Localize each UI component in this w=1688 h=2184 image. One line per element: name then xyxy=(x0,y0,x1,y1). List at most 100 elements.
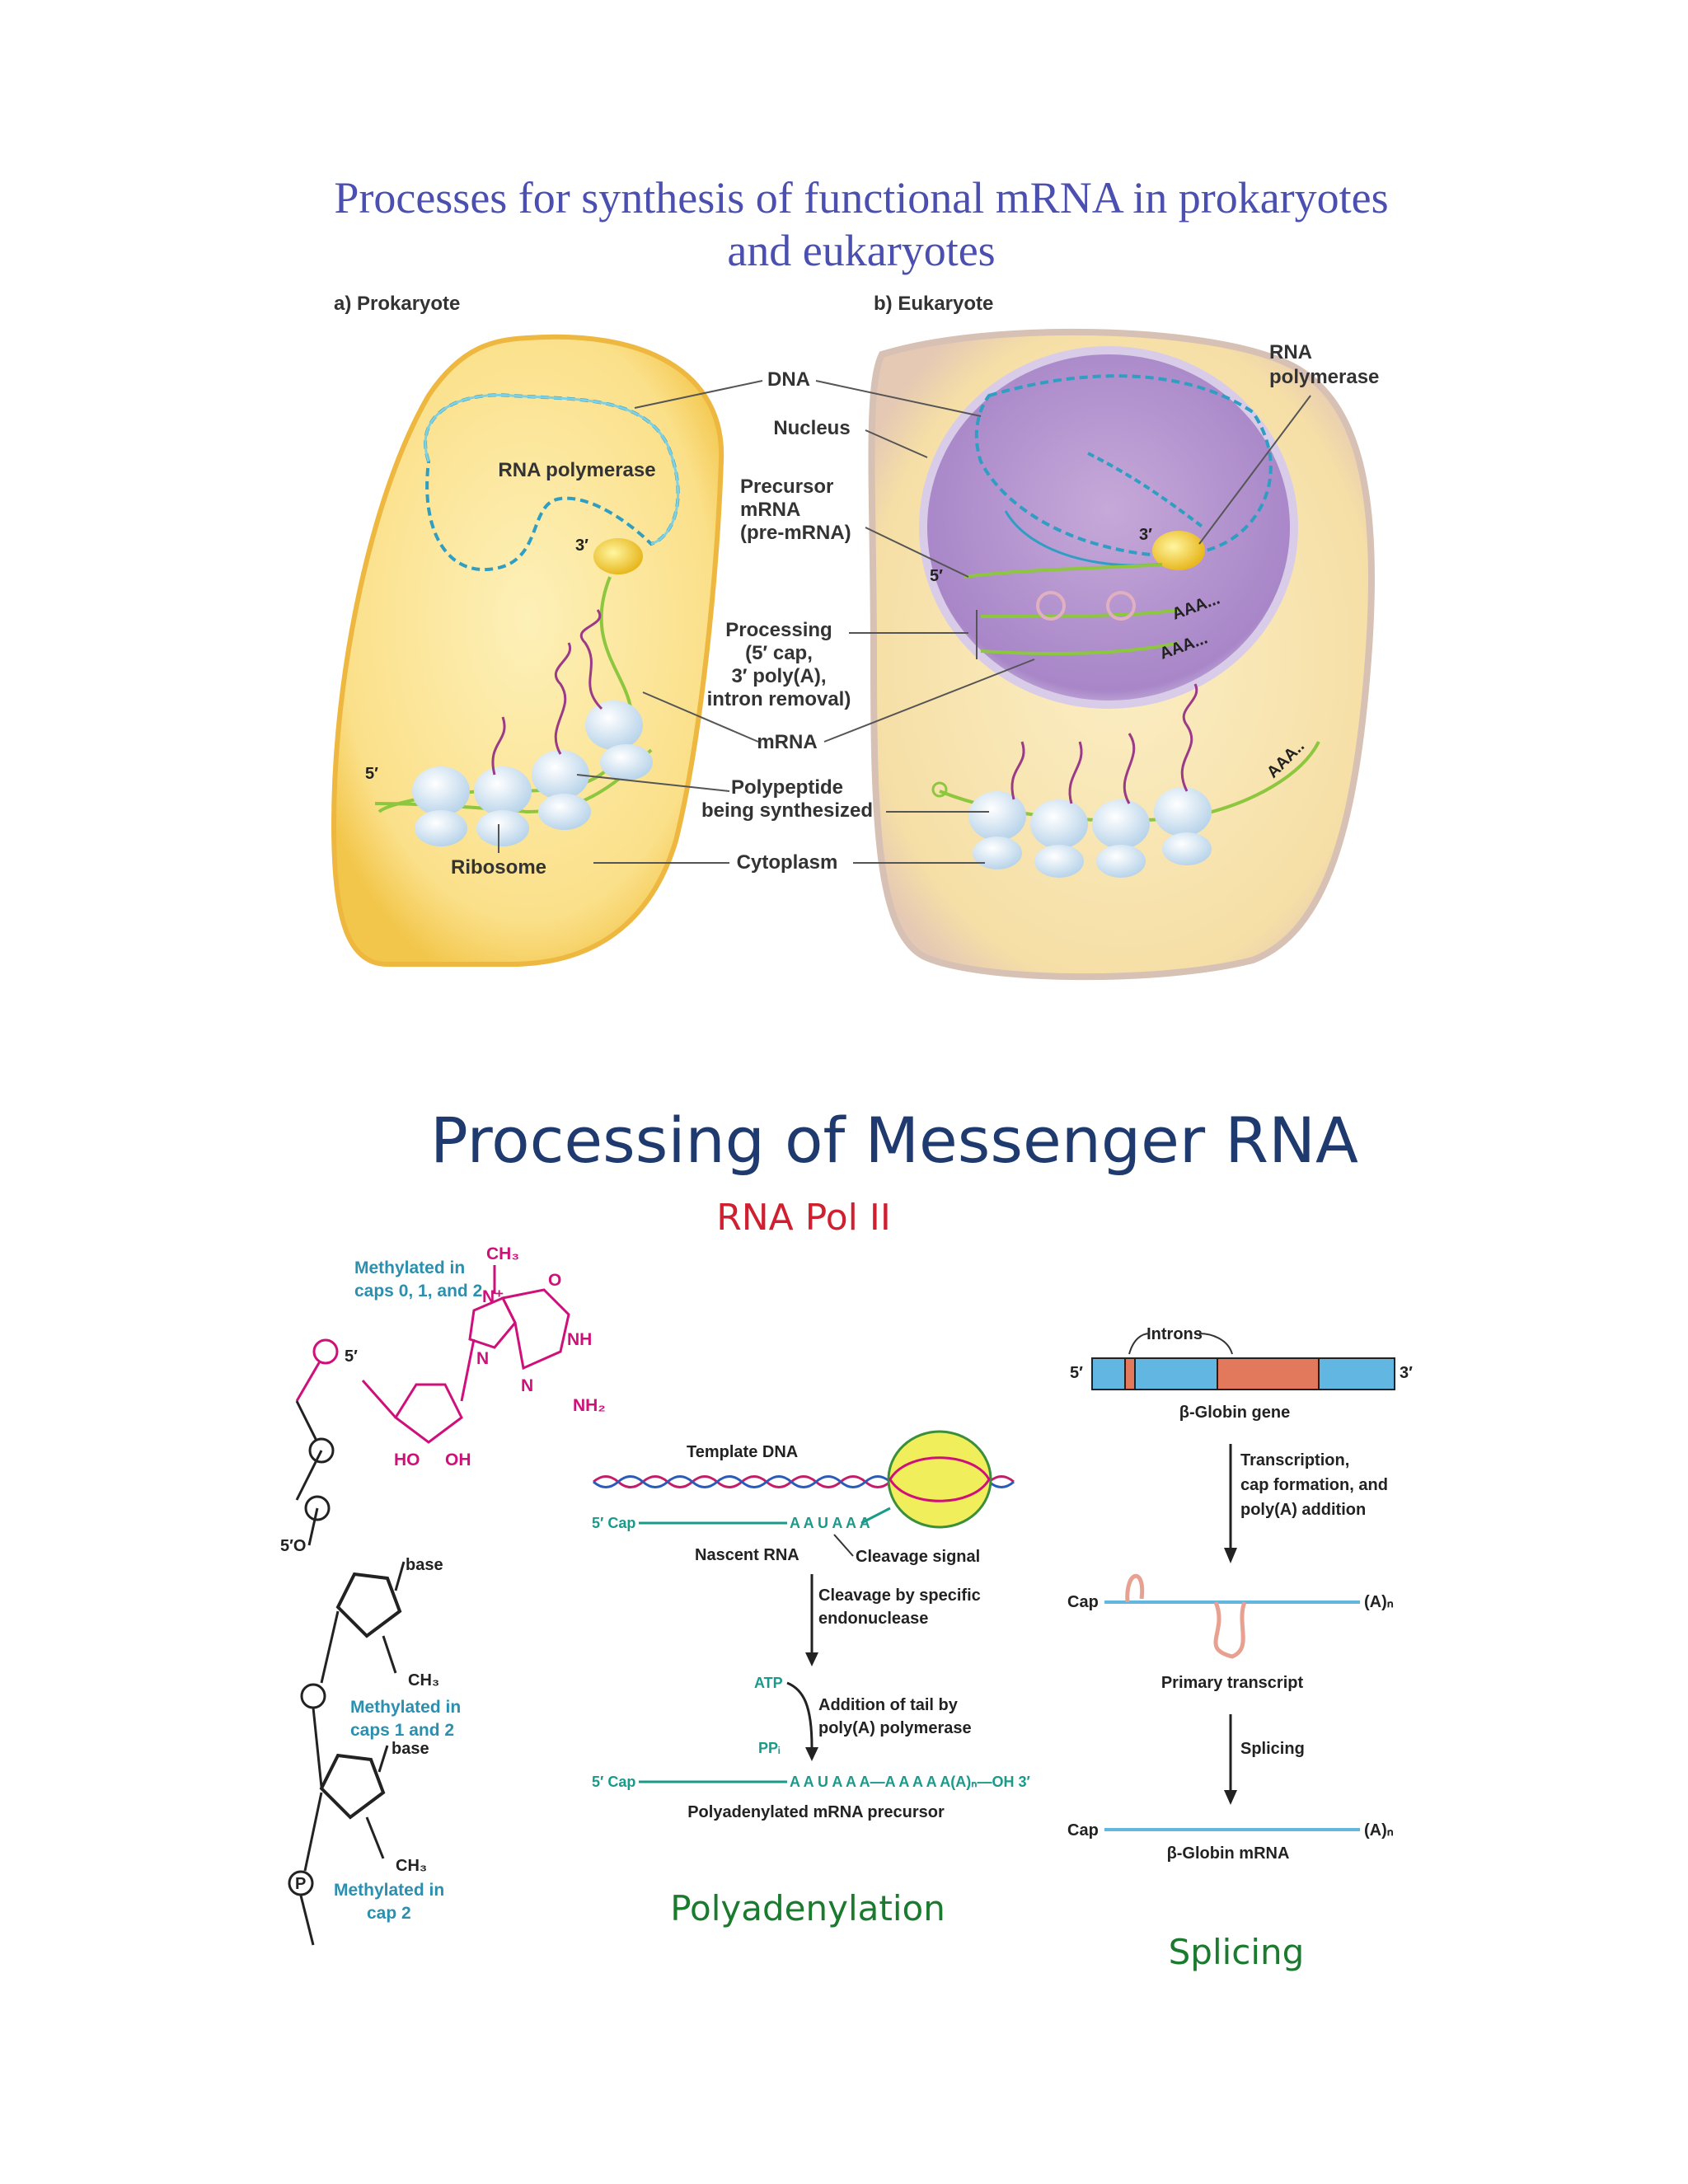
n-label-2: N xyxy=(476,1349,489,1368)
an-2-label: (A)ₙ xyxy=(1364,1821,1394,1840)
cleavage-signal-leader xyxy=(833,1534,854,1557)
panel-b-label: b) Eukaryote xyxy=(874,293,993,315)
polyadenylation-caption: Polyadenylation xyxy=(670,1888,945,1929)
part1-figure: Processes for synthesis of functional mR… xyxy=(331,173,1389,981)
o-ch3-bond-2 xyxy=(365,1816,385,1859)
nh-label: NH xyxy=(567,1330,592,1349)
ribosome-shape xyxy=(476,810,529,846)
splicing-column: Introns 5′ 3′ β-Globin gene Transcriptio… xyxy=(1067,1325,1413,1972)
intron-loop xyxy=(1036,591,1066,621)
intron-1 xyxy=(1124,1357,1136,1390)
label-polypeptide-1: Polypeptide xyxy=(731,776,843,799)
primary-transcript-label: Primary transcript xyxy=(1161,1674,1304,1692)
polypeptide-coil xyxy=(491,716,506,776)
nh2-label: NH₂ xyxy=(573,1396,606,1415)
label-3prime-right: 3′ xyxy=(1139,526,1152,544)
nascent-rna-label: Nascent RNA xyxy=(695,1546,799,1564)
label-rna-polymerase-right-2: polymerase xyxy=(1269,366,1379,388)
gene-3prime: 3′ xyxy=(1400,1364,1413,1382)
label-precursor-1: Precursor xyxy=(740,476,833,498)
polypeptide-coil xyxy=(554,642,572,755)
polyadenylation-column: Template DNA 5′ Cap A A U A A A Nascent … xyxy=(592,1430,1030,1929)
o-ch3-bond-1 xyxy=(382,1635,397,1674)
ribosome-shape xyxy=(415,810,467,846)
cap-circle xyxy=(931,781,948,798)
leader-polypeptide-left xyxy=(576,774,730,792)
phosphate-atom-2 xyxy=(300,1683,326,1709)
eukaryote-dna-strand xyxy=(1087,452,1205,529)
chain-bond xyxy=(303,1792,323,1872)
introns-brace xyxy=(1128,1333,1233,1355)
leader-mrna-right xyxy=(823,658,1035,743)
addition-line2: poly(A) polymerase xyxy=(818,1719,972,1737)
splicing-step-label: Splicing xyxy=(1240,1740,1305,1758)
chain-bond xyxy=(299,1895,315,1946)
intron-loop xyxy=(1106,591,1136,621)
step-arrow-2-head xyxy=(805,1747,818,1761)
part2-title: Processing of Messenger RNA xyxy=(430,1104,1358,1177)
chain-bond xyxy=(320,1610,340,1684)
polypeptide-coil xyxy=(1123,733,1136,804)
triphosphate xyxy=(295,1338,339,1546)
leader-lines xyxy=(498,380,1311,864)
label-processing-2: (5′ cap, xyxy=(745,642,813,664)
ribosome-shape xyxy=(1162,832,1212,865)
phosphate-atom xyxy=(312,1338,339,1365)
label-rna-polymerase-left: RNA polymerase xyxy=(498,459,655,481)
methyl-caps-012-line1: Methylated in xyxy=(354,1258,465,1277)
transcription-line1: Transcription, xyxy=(1240,1451,1349,1469)
processing-strand xyxy=(980,608,1179,618)
methyl-cap2-line1: Methylated in xyxy=(334,1881,444,1900)
ribosome-shape xyxy=(1092,799,1150,849)
label-cytoplasm: Cytoplasm xyxy=(737,851,838,874)
label-5prime-right: 5′ xyxy=(930,567,943,585)
leader-nucleus xyxy=(865,429,928,458)
ribosome-shape xyxy=(1154,787,1212,837)
cap-label-1: 5′ Cap xyxy=(592,1515,635,1531)
ribose-cap xyxy=(393,1383,463,1444)
ribosome-shape xyxy=(538,794,591,830)
exon-2 xyxy=(1134,1357,1218,1390)
ribosome-shape xyxy=(968,791,1026,841)
transcription-line3: poly(A) addition xyxy=(1240,1501,1366,1519)
polypeptide-coil xyxy=(1068,741,1083,804)
cleavage-by-line2: endonuclease xyxy=(818,1610,928,1628)
label-dna: DNA xyxy=(767,368,810,391)
label-processing-1: Processing xyxy=(725,619,832,641)
ribosome-shape xyxy=(585,701,643,750)
leader-rna-polymerase-right xyxy=(1198,395,1311,545)
n-label-1: N xyxy=(521,1376,533,1395)
prokaryote-dna-helix xyxy=(424,393,680,546)
cap-1-label: Cap xyxy=(1067,1593,1099,1611)
splice-arrow-2-head xyxy=(1224,1790,1237,1805)
prokaryote-ribosomes xyxy=(412,609,653,846)
ribosome-shape xyxy=(532,750,589,799)
atp-label: ATP xyxy=(754,1675,783,1691)
ribose-5prime-bond xyxy=(361,1380,397,1418)
label-mrna: mRNA xyxy=(757,731,817,753)
base2-label: base xyxy=(392,1740,429,1758)
precursor-label: Polyadenylated mRNA precursor xyxy=(687,1803,945,1821)
seq-2: A A U A A A—A A A A A(A)ₙ—OH 3′ xyxy=(790,1774,1030,1790)
addition-line1: Addition of tail by xyxy=(818,1696,959,1714)
label-precursor-3: (pre-mRNA) xyxy=(740,522,851,544)
methyl-caps-12-line2: caps 1 and 2 xyxy=(350,1721,454,1740)
label-nucleus: Nucleus xyxy=(773,417,850,439)
label-rna-polymerase-right-1: RNA xyxy=(1269,341,1312,363)
o-top: O xyxy=(548,1271,561,1290)
ribose-n2 xyxy=(319,1753,386,1820)
rna-polymerase-right-shape xyxy=(1152,531,1205,570)
label-ribosome: Ribosome xyxy=(451,856,546,879)
leader-dna-left xyxy=(634,380,763,409)
methyl-caps-12-line1: Methylated in xyxy=(350,1698,461,1717)
label-polypeptide-2: being synthesized xyxy=(701,799,873,822)
ribosome-shape xyxy=(474,766,532,816)
ribosome-shape xyxy=(1096,845,1146,878)
five-prime-o: 5′O xyxy=(280,1537,306,1555)
transcription-line2: cap formation, and xyxy=(1240,1476,1388,1494)
part1-title-line1: Processes for synthesis of functional mR… xyxy=(334,173,1388,223)
template-dna-label: Template DNA xyxy=(687,1443,798,1461)
seq-1-tail xyxy=(860,1507,891,1525)
ribosome-shape xyxy=(973,837,1022,869)
splice-arrow-1-head xyxy=(1224,1548,1237,1563)
